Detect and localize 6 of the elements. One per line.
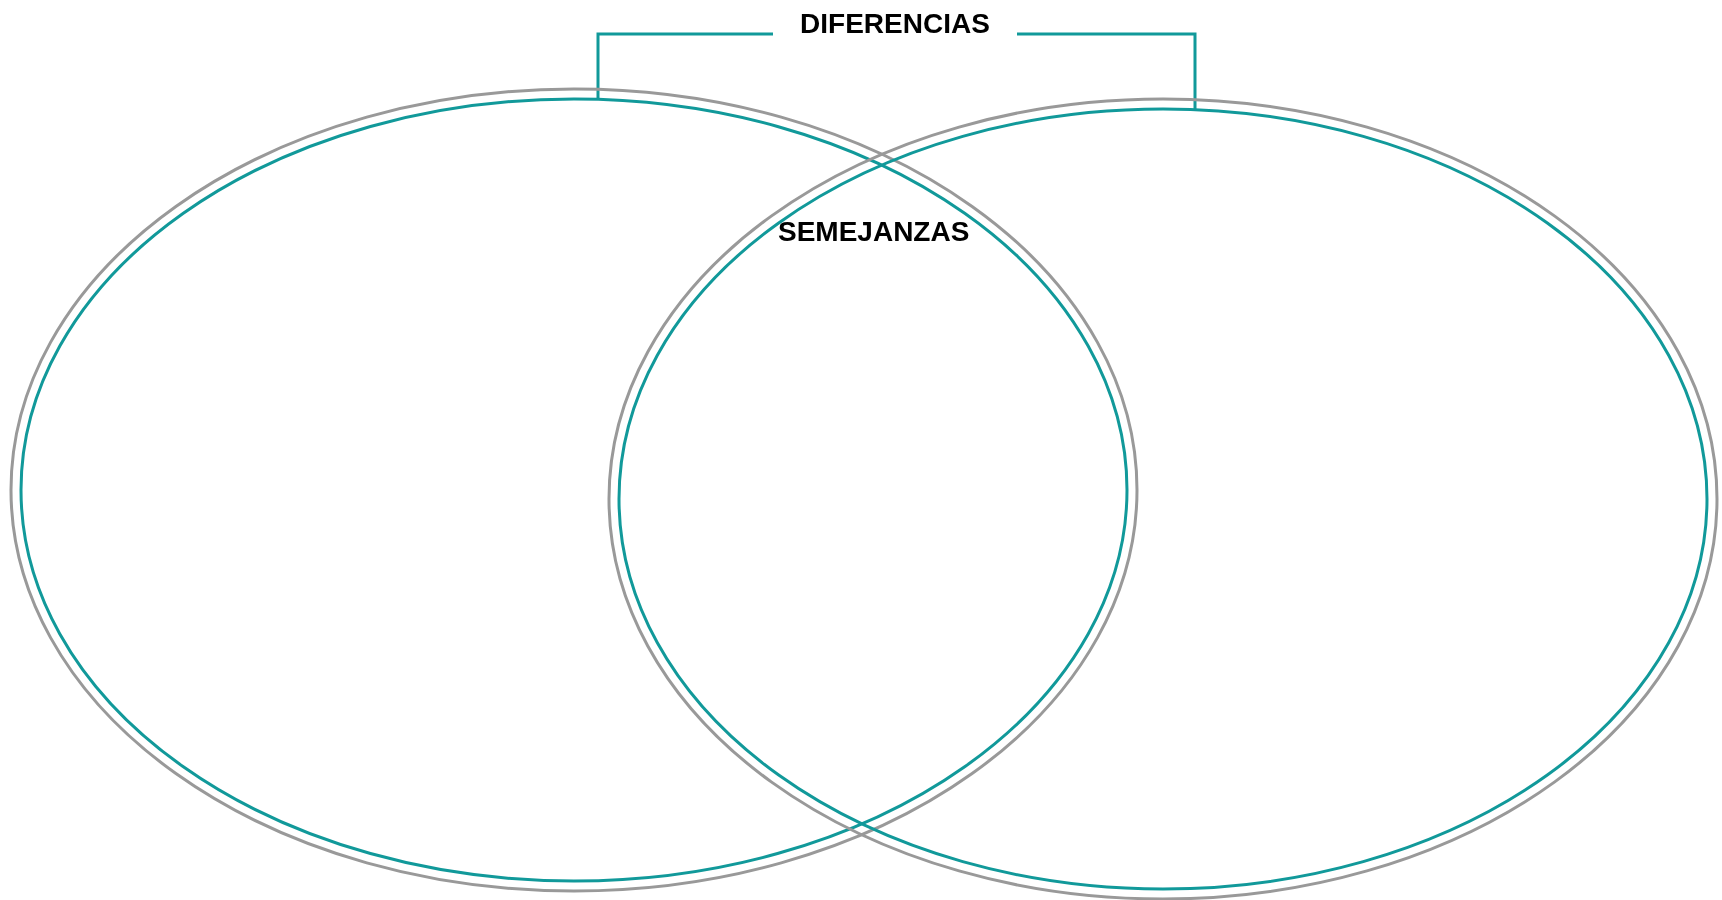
leader-line [596, 32, 773, 100]
venn-ellipse [9, 87, 1139, 893]
heading-text: DIFERENCIAS [785, 8, 1005, 40]
leader-line [1017, 32, 1197, 110]
venn-ellipse [607, 97, 1719, 900]
region-label: SEMEJANZAS [778, 216, 970, 248]
